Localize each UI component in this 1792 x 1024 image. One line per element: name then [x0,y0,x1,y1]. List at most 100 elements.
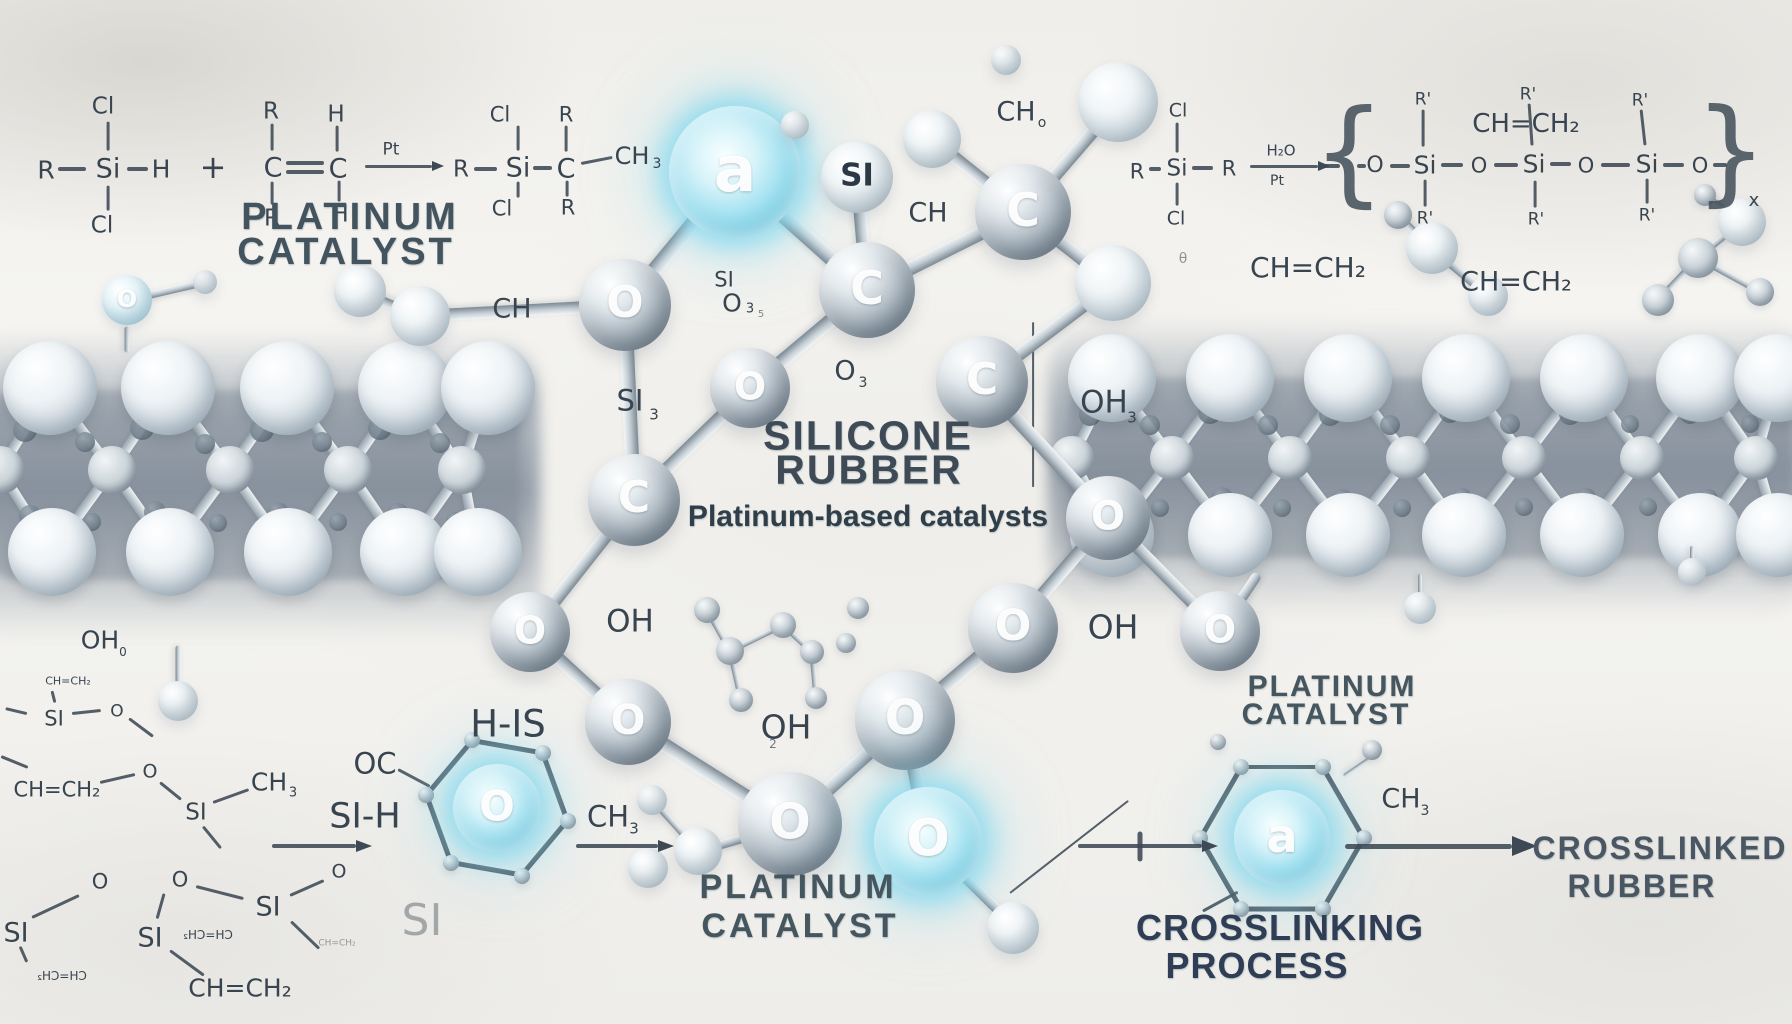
atom-sphere [1384,201,1412,229]
formula-glyph: SI [616,383,644,418]
atom-sphere [903,110,961,168]
atom-sphere [836,633,856,653]
molecule-bond [124,326,130,352]
formula-bond-line [50,690,57,704]
formula-bond-line [127,167,148,171]
caption-r-platinum: PLATINUM [1247,670,1417,703]
formula-glyph: 3 [858,375,868,391]
formula-bond-line [1175,122,1179,153]
formula-glyph: C [328,153,348,185]
atom-sphere [694,597,720,623]
formula-glyph: CH=CH₂ [188,973,292,1003]
hexagon-vertex-dot [418,787,435,804]
caption-crosslinking: CROSSLINKING [1135,907,1425,948]
lattice-dark-atom [209,514,227,532]
formula-bond-line [1390,164,1410,168]
atom-sphere [1075,245,1151,321]
formula-glyph: R [558,102,574,127]
formula-glyph: CH=CH₂ [13,777,101,802]
hexagon-vertex-dot [1233,758,1249,775]
formula-glyph: OH [80,625,120,655]
lattice-atom [244,508,332,596]
formula-glyph: 3 [1127,408,1137,427]
formula-bond-line [1494,163,1518,167]
formula-glyph: SI [137,922,163,954]
formula-glyph: CH [996,96,1036,128]
formula-glyph: SI [714,267,734,292]
atom-sphere-o: O [579,259,671,351]
atom-sphere [1362,740,1382,760]
formula-bond-line [58,167,86,171]
lattice-dark-atom [312,432,332,452]
atom-sphere [334,265,386,317]
formula-glyph: OH [1087,607,1139,647]
formula-glyph: CH=CH₂ [318,938,356,949]
atom-sphere [158,681,198,721]
formula-bond-line [106,185,110,211]
caption-process: PROCESS [1165,945,1349,986]
hexagon-vertex-dot [1315,758,1331,775]
formula-bond-line [212,788,250,805]
formula-bond-line [1601,163,1630,167]
reaction-arrow [1078,844,1202,848]
lattice-atom [1268,436,1312,480]
atom-label: O [769,793,811,851]
formula-glyph: O [1691,153,1709,178]
caption-silicone: SILICONE [763,412,973,459]
molecule-bond [175,645,181,683]
formula-glyph: Si [1413,150,1437,180]
formula-glyph: Cl [1166,207,1186,230]
lattice-dark-atom [1621,415,1639,433]
reaction-arrow [576,844,658,848]
caption-tl-platinum: PLATINUM [241,196,459,238]
formula-bond-line [270,123,274,151]
atom-label: C [965,354,999,406]
lattice-dark-atom [1151,499,1169,517]
formula-bond-line [1175,182,1179,206]
formula-glyph: R [263,98,279,125]
hexagon-vertex-dot [1233,901,1249,917]
hexagon-vertex-dot [1315,901,1331,917]
formula-glyph: + [199,148,227,186]
formula-bond-line [1441,163,1463,167]
lattice-atom [1068,334,1156,422]
glow-catalyst-sphere: O [874,787,982,895]
lattice-atom [1540,493,1624,577]
formula-glyph: 2 [769,737,777,751]
formula-bond-line [106,121,110,151]
formula-bond-line [1322,164,1340,168]
atom-label: SI [840,157,874,194]
glow-catalyst-sphere: O [453,764,541,852]
lattice-dark-atom [1393,499,1411,517]
formula-glyph: R [1129,159,1145,184]
caption-rubber2: RUBBER [1567,868,1717,904]
formula-glyph: Pt [382,139,400,160]
lattice-atom [1150,436,1194,480]
formula-glyph: O [110,701,124,722]
lattice-atom [1502,436,1546,480]
reaction-arrowhead [1512,836,1537,856]
lattice-atom [1188,493,1272,577]
atom-sphere [1404,592,1436,624]
reaction-arrow [1250,164,1318,168]
lattice-dark-atom [329,513,347,531]
formula-glyph: CH [614,142,650,170]
caption-tl-catalyst: CATALYST [237,231,455,273]
atom-sphere [1210,734,1226,750]
atom-sphere [1078,62,1158,142]
reaction-arrow [365,164,432,168]
formula-bond-line [289,920,321,951]
formula-bond-line [5,707,28,716]
formula-glyph: R' [1527,209,1545,230]
formula-bond-line [158,781,183,802]
formula-bond-line [1533,180,1537,208]
lattice-dark-atom [1258,415,1278,435]
lattice-atom [3,341,97,435]
atom-sphere-c: C [819,242,915,338]
formula-bond-line [286,170,324,174]
atom-sphere-o: O [855,670,955,770]
lattice-atom [358,341,452,435]
formula-bond-line [1421,109,1425,147]
atom-sphere [987,902,1039,954]
